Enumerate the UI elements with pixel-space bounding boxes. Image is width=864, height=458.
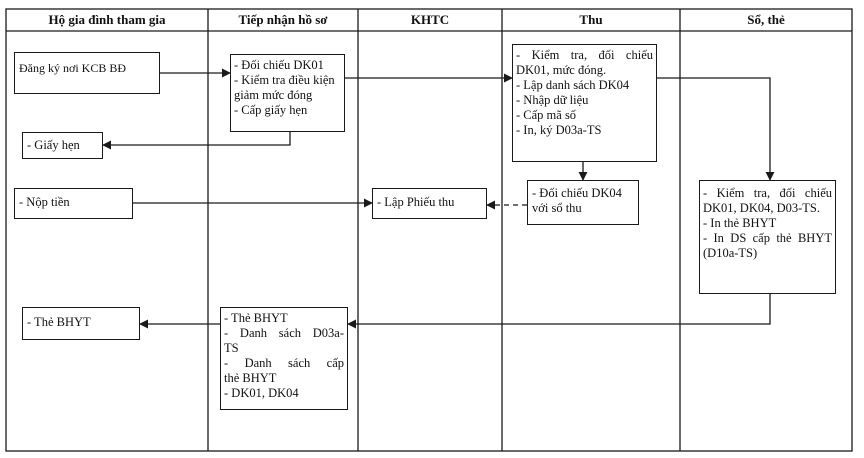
box-text: - Kiểm tra điều kiện — [234, 73, 335, 87]
box-text: DK01, mức đóng. — [516, 63, 607, 77]
lane-header-tiep-nhan: Tiếp nhận hồ sơ — [238, 12, 328, 27]
box-text: TS — [224, 341, 239, 355]
box-text: - Nộp tiền — [19, 195, 70, 209]
box-text: - In, ký D03a-TS — [516, 123, 602, 137]
box-doi-chieu-dk01: - Đối chiếu DK01 - Kiểm tra điều kiện gi… — [230, 54, 345, 132]
lane-grid — [5, 8, 853, 452]
box-text: - Kiểm tra, đối chiếu — [703, 186, 832, 200]
box-text: - Danh sách D03a- — [224, 326, 344, 340]
box-text: - Lập Phiếu thu — [377, 195, 455, 209]
box-text: - Đối chiếu DK04 — [532, 186, 622, 200]
box-text: - Cấp mã số — [516, 108, 577, 122]
box-dang-ky-kcb: Đăng ký nơi KCB BĐ — [14, 52, 160, 94]
box-text: - Danh sách cấp — [224, 356, 344, 370]
box-text: - Cấp giấy hẹn — [234, 103, 308, 117]
arrow-thu-to-sothe — [657, 77, 775, 181]
arrow-sothe-to-tiepnhan — [347, 294, 771, 329]
box-text: giảm mức đóng — [234, 88, 313, 102]
lane-header-ho-gia-dinh: Hộ gia đình tham gia — [48, 12, 166, 27]
box-text: (D10a-TS) — [703, 246, 758, 260]
box-nop-tien: - Nộp tiền — [14, 188, 133, 219]
box-text: - Kiểm tra, đối chiếu — [516, 48, 653, 62]
lane-header-khtc: KHTC — [410, 12, 450, 27]
box-text: - DK01, DK04 — [224, 386, 299, 400]
box-the-bhyt-output: - Thẻ BHYT — [22, 307, 140, 340]
box-text: - Thẻ BHYT — [224, 311, 288, 325]
box-text: Đăng ký nơi KCB BĐ — [19, 61, 127, 75]
box-kiem-tra-so-the: - Kiểm tra, đối chiếu DK01, DK04, D03-TS… — [699, 180, 836, 294]
box-kiem-tra-thu: - Kiểm tra, đối chiếu DK01, mức đóng. - … — [512, 44, 657, 162]
lane-header-thu: Thu — [579, 12, 603, 27]
box-lap-phieu-thu: - Lập Phiếu thu — [372, 188, 487, 219]
box-text: - Lập danh sách DK04 — [516, 78, 630, 92]
box-the-bhyt-tiep-nhan: - Thẻ BHYT - Danh sách D03a- TS - Danh s… — [220, 307, 348, 410]
box-text: với sổ thu — [532, 201, 582, 215]
box-giay-hen: - Giấy hẹn — [22, 132, 103, 159]
box-text: - Thẻ BHYT — [27, 315, 91, 329]
lane-header-so-the: Sổ, thẻ — [747, 12, 785, 27]
arrow-to-giayhen — [102, 132, 291, 150]
box-text: thẻ BHYT — [224, 371, 277, 385]
lane-frame — [5, 8, 853, 452]
box-text: - Giấy hẹn — [27, 138, 80, 152]
box-text: - In DS cấp thẻ BHYT — [703, 231, 832, 245]
box-text: - Nhập dữ liệu — [516, 93, 589, 107]
box-text: DK01, DK04, D03-TS. — [703, 201, 821, 215]
box-doi-chieu-dk04: - Đối chiếu DK04 với sổ thu — [527, 180, 639, 225]
box-text: - In thẻ BHYT — [703, 216, 777, 230]
box-text: - Đối chiếu DK01 — [234, 58, 324, 72]
